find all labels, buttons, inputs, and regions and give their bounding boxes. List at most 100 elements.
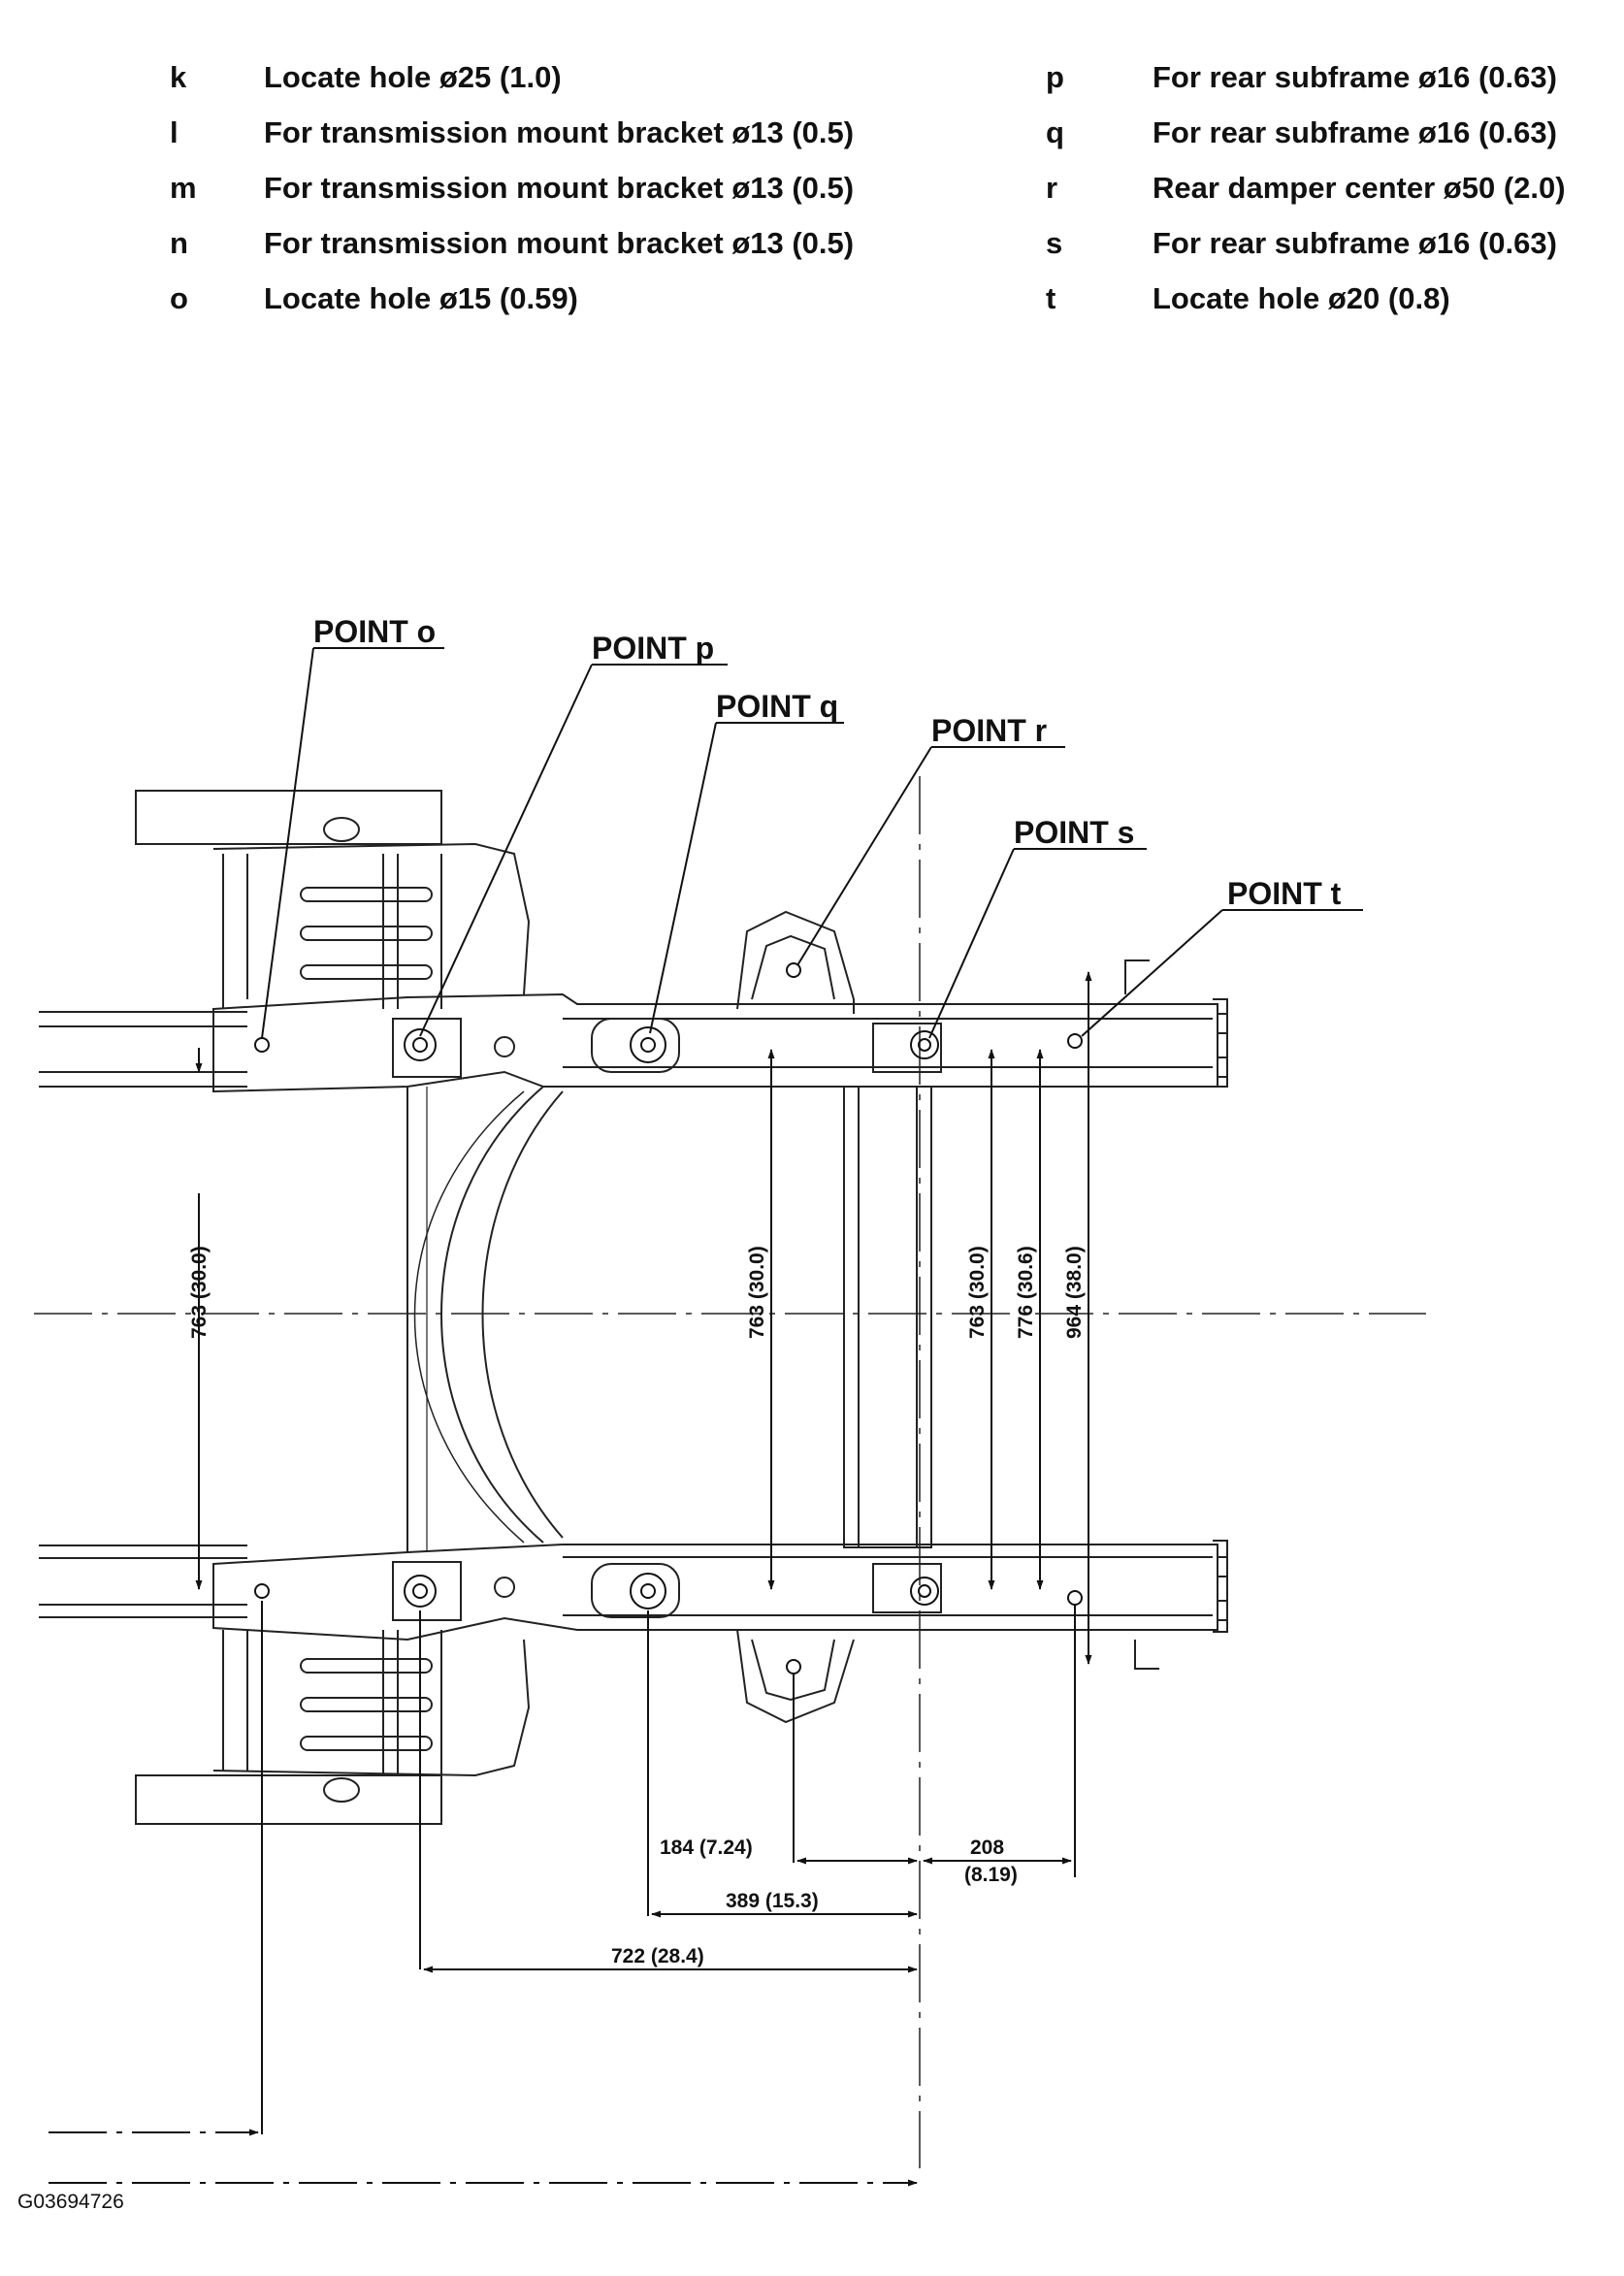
boss <box>392 1561 462 1621</box>
legend-key: t <box>1046 281 1056 315</box>
rear-clip <box>1134 1640 1159 1670</box>
rear-cross-tube <box>843 1086 932 1548</box>
dim-vertical-left-text: 763 (30.0) <box>188 1246 211 1339</box>
hole-q-upper <box>630 1026 666 1063</box>
upper-side-rail <box>212 992 1218 1093</box>
upper-damper-tower-inner <box>751 934 835 1000</box>
frame-structure <box>34 776 1426 2168</box>
point-r-label: POINT r <box>931 713 1047 748</box>
upper-bracket-outline <box>382 854 442 1009</box>
hole-p-upper <box>404 1028 437 1061</box>
legend-key: l <box>170 115 179 149</box>
bracket-slot <box>300 887 433 902</box>
hole-o-lower <box>254 1583 270 1599</box>
legend-desc: For rear subframe ø16 (0.63) <box>1153 60 1557 94</box>
leader-o <box>261 647 314 1039</box>
bracket-hole <box>323 817 360 842</box>
boss <box>591 1018 680 1073</box>
rail-end <box>1213 998 1228 1088</box>
lower-damper-tower <box>736 1629 855 1724</box>
legend-key: s <box>1046 226 1063 260</box>
legend-key: q <box>1046 115 1064 149</box>
legend-desc: Locate hole ø20 (0.8) <box>1153 281 1450 315</box>
boss-hole <box>494 1577 515 1598</box>
upper-damper-tower <box>736 910 855 1014</box>
hole-s-upper <box>910 1030 939 1059</box>
leader-p <box>419 664 593 1037</box>
dim-vertical-964-text: 964 (38.0) <box>1063 1246 1086 1339</box>
hole-o-upper <box>254 1037 270 1053</box>
upper-bracket-outline <box>212 842 531 995</box>
legend-desc: For rear subframe ø16 (0.63) <box>1153 115 1557 149</box>
legend-key: m <box>170 171 197 205</box>
hole-q-lower-inner <box>640 1583 656 1599</box>
crossmember-arc-back <box>413 1090 525 1544</box>
legend-desc: Rear damper center ø50 (2.0) <box>1153 171 1566 205</box>
crossmember-arc-inner <box>481 1090 564 1539</box>
bracket-slot <box>300 926 433 941</box>
dim-722-text: 722 (28.4) <box>611 1945 704 1967</box>
dim-vertical-q-text: 763 (30.0) <box>746 1246 768 1339</box>
dim-184-text: 184 (7.24) <box>660 1837 753 1859</box>
dim-vertical-776-text: 776 (30.6) <box>1015 1246 1037 1339</box>
bracket-slot <box>300 1658 433 1674</box>
hole-p-upper-inner <box>412 1037 428 1053</box>
legend-key: k <box>170 60 187 94</box>
lower-bracket-outline <box>222 1630 442 1775</box>
measurement-holes <box>254 962 1083 1674</box>
hole-s-lower-inner <box>918 1584 931 1598</box>
legend-desc: Locate hole ø25 (1.0) <box>264 60 562 94</box>
horizontal-dimensions <box>49 1601 1076 2187</box>
hole-q-upper-inner <box>640 1037 656 1053</box>
bracket-slot <box>300 1736 433 1751</box>
hole-p-lower-inner <box>412 1583 428 1599</box>
point-t-label: POINT t <box>1227 876 1342 911</box>
legend-desc: Locate hole ø15 (0.59) <box>264 281 578 315</box>
lower-bracket-outline <box>212 1639 531 1777</box>
hole-s-upper-inner <box>918 1038 931 1052</box>
figure-id: G03694726 <box>17 2191 124 2213</box>
legend-key: n <box>170 226 188 260</box>
point-o-label: POINT o <box>313 614 436 649</box>
leader-t <box>1081 909 1223 1037</box>
lower-front-bracket <box>135 1774 442 1825</box>
rear-clip <box>1124 959 1150 994</box>
legend-key: o <box>170 281 188 315</box>
lower-side-rail <box>212 1544 1218 1642</box>
hole-q-lower <box>630 1573 666 1609</box>
point-s-label: POINT s <box>1014 815 1134 850</box>
legend-desc: For transmission mount bracket ø13 (0.5) <box>264 115 855 149</box>
crossmember-arc-outer <box>440 1086 544 1544</box>
hole-p-lower <box>404 1575 437 1608</box>
leader-r <box>796 746 932 966</box>
hole-s-lower <box>910 1577 939 1606</box>
leader-lines <box>261 647 1363 1039</box>
boss <box>872 1023 942 1073</box>
dim-389-text: 389 (15.3) <box>726 1890 819 1912</box>
bracket-hole <box>323 1777 360 1803</box>
boss-hole <box>494 1036 515 1057</box>
legend-desc: For transmission mount bracket ø13 (0.5) <box>264 226 855 260</box>
boss <box>392 1018 462 1078</box>
bracket-slot <box>300 964 433 980</box>
leader-q <box>649 722 717 1034</box>
boss <box>591 1563 680 1618</box>
vertical-dimensions <box>195 971 1092 1665</box>
legend-key: p <box>1046 60 1064 94</box>
hole-t-upper <box>1067 1033 1083 1049</box>
lower-damper-tower-inner <box>751 1639 835 1702</box>
hole-r-upper <box>786 962 801 978</box>
legend-desc: For rear subframe ø16 (0.63) <box>1153 226 1557 260</box>
boss <box>872 1563 942 1613</box>
legend-desc: For transmission mount bracket ø13 (0.5) <box>264 171 855 205</box>
dim-208-text: 208 <box>970 1837 1004 1859</box>
point-p-label: POINT p <box>592 631 714 666</box>
dim-208-inch-text: (8.19) <box>964 1864 1018 1886</box>
dim-vertical-s-text: 763 (30.0) <box>966 1246 989 1339</box>
point-q-label: POINT q <box>716 689 838 724</box>
rail-end <box>1213 1540 1228 1633</box>
hole-t-lower <box>1067 1590 1083 1606</box>
bracket-slot <box>300 1697 433 1712</box>
leader-s <box>928 848 1015 1039</box>
